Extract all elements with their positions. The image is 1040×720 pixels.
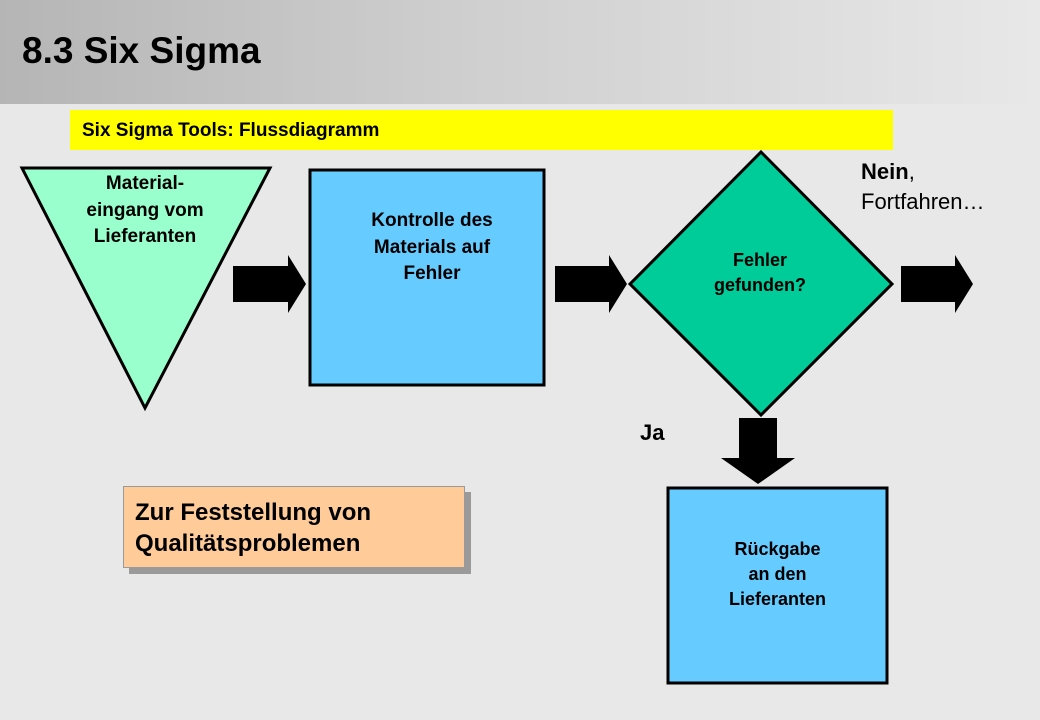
subtitle-banner: Six Sigma Tools: Flussdiagramm bbox=[70, 110, 893, 150]
note-text: Zur Feststellung von Qualitätsproblemen bbox=[135, 497, 371, 559]
edge-label-nein-comma: , bbox=[908, 159, 915, 184]
node-return-to-supplier-shape bbox=[666, 486, 889, 685]
node-material-intake-line-1: Material- bbox=[105, 173, 185, 194]
node-inspection-line-2: Materials auf bbox=[373, 236, 491, 258]
node-defect-decision-line-1: Fehler bbox=[732, 250, 788, 270]
node-return-to-supplier-line-3: Lieferanten bbox=[728, 589, 827, 610]
node-return-to-supplier-label: Rückgabe an den Lieferanten bbox=[668, 537, 887, 613]
edge-label-fortfahren: Fortfahren… bbox=[861, 188, 985, 214]
note-line-2: Qualitätsproblemen bbox=[135, 530, 361, 558]
node-material-intake-line-2: eingang vom bbox=[86, 199, 204, 221]
arrow-decision-to-continue bbox=[901, 255, 973, 313]
note-box: Zur Feststellung von Qualitätsproblemen bbox=[123, 486, 465, 568]
header-bar bbox=[0, 0, 1040, 104]
node-inspection-label: Kontrolle des Materials auf Fehler bbox=[318, 208, 546, 288]
node-return-to-supplier-line-2: an den bbox=[748, 564, 807, 585]
node-material-intake-shape bbox=[19, 166, 273, 412]
node-defect-decision-line-2: gefunden? bbox=[714, 275, 806, 296]
page-title: 8.3 Six Sigma bbox=[22, 30, 261, 71]
node-material-intake-label: Material- eingang vom Lieferanten bbox=[45, 171, 245, 251]
arrow-decision-to-return bbox=[721, 418, 795, 484]
arrow-intake-to-inspection bbox=[233, 255, 306, 313]
edge-label-ja: Ja bbox=[640, 420, 665, 445]
arrow-inspection-to-decision bbox=[555, 255, 627, 313]
node-defect-decision-shape bbox=[627, 149, 895, 418]
node-defect-decision-label: Fehler gefunden? bbox=[670, 248, 850, 298]
edge-label-nein: Nein, Fortfahren… bbox=[861, 157, 985, 216]
node-return-to-supplier-line-1: Rückgabe bbox=[734, 539, 821, 559]
subtitle-text: Six Sigma Tools: Flussdiagramm bbox=[82, 120, 380, 141]
edge-label-nein-word: Nein bbox=[861, 159, 909, 184]
node-inspection-line-1: Kontrolle des bbox=[371, 210, 493, 231]
note-line-1: Zur Feststellung von bbox=[135, 499, 372, 526]
node-material-intake-line-3: Lieferanten bbox=[93, 226, 197, 248]
node-inspection-shape bbox=[308, 168, 546, 387]
node-inspection-line-3: Fehler bbox=[403, 263, 461, 285]
